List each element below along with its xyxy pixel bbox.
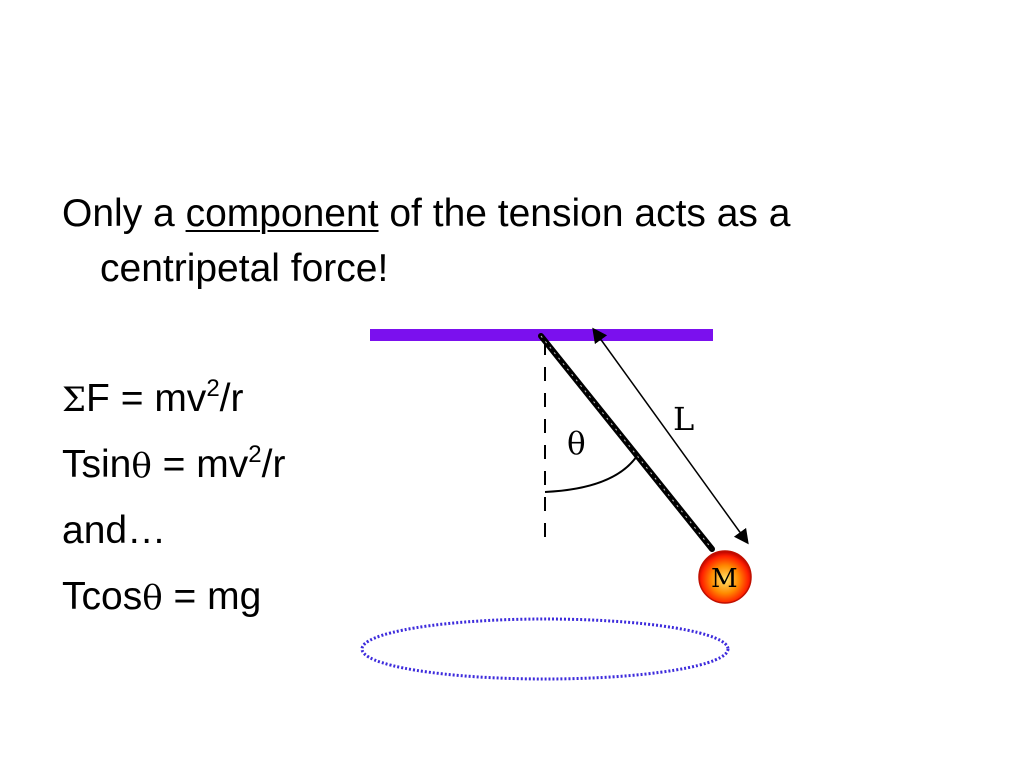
intro-prefix: Only a: [62, 192, 186, 235]
mass-circle: [698, 550, 752, 604]
horizontal-tension-end: /r: [261, 443, 286, 486]
intro-text-line-2: centripetal force!: [100, 247, 389, 290]
intro-suffix: of the tension acts as a: [378, 192, 791, 235]
net-force-equation-end: /r: [219, 377, 244, 420]
circular-orbit: [360, 617, 730, 681]
theta-symbol: θ: [131, 446, 152, 486]
and-text: and…: [62, 509, 167, 552]
sigma-symbol: Σ: [62, 380, 87, 420]
length-arrow: [592, 327, 749, 545]
mass-label: M: [711, 564, 738, 594]
theta-label: θ: [567, 426, 586, 462]
length-label: L: [673, 400, 694, 438]
angle-arc: [544, 455, 638, 493]
net-force-equation: ΣF = mv2/r: [62, 376, 244, 423]
component-word: component: [185, 192, 379, 235]
horizontal-tension-equation: Tsinθ = mv2/r: [62, 442, 285, 489]
velocity-squared-exponent: 2: [206, 375, 220, 402]
vertical-tension-equation: Tcosθ = mg: [62, 574, 261, 621]
theta-symbol: θ: [142, 578, 163, 618]
vertical-tension-prefix: Tcos: [62, 575, 143, 618]
vertical-tension-suffix: = mg: [162, 575, 262, 618]
net-force-equation-main: F = mv: [86, 377, 207, 420]
horizontal-tension-prefix: Tsin: [62, 443, 132, 486]
horizontal-velocity-exponent: 2: [248, 441, 262, 468]
horizontal-tension-main: = mv: [151, 443, 249, 486]
intro-text-line-1: Only a component of the tension acts as …: [62, 191, 790, 237]
